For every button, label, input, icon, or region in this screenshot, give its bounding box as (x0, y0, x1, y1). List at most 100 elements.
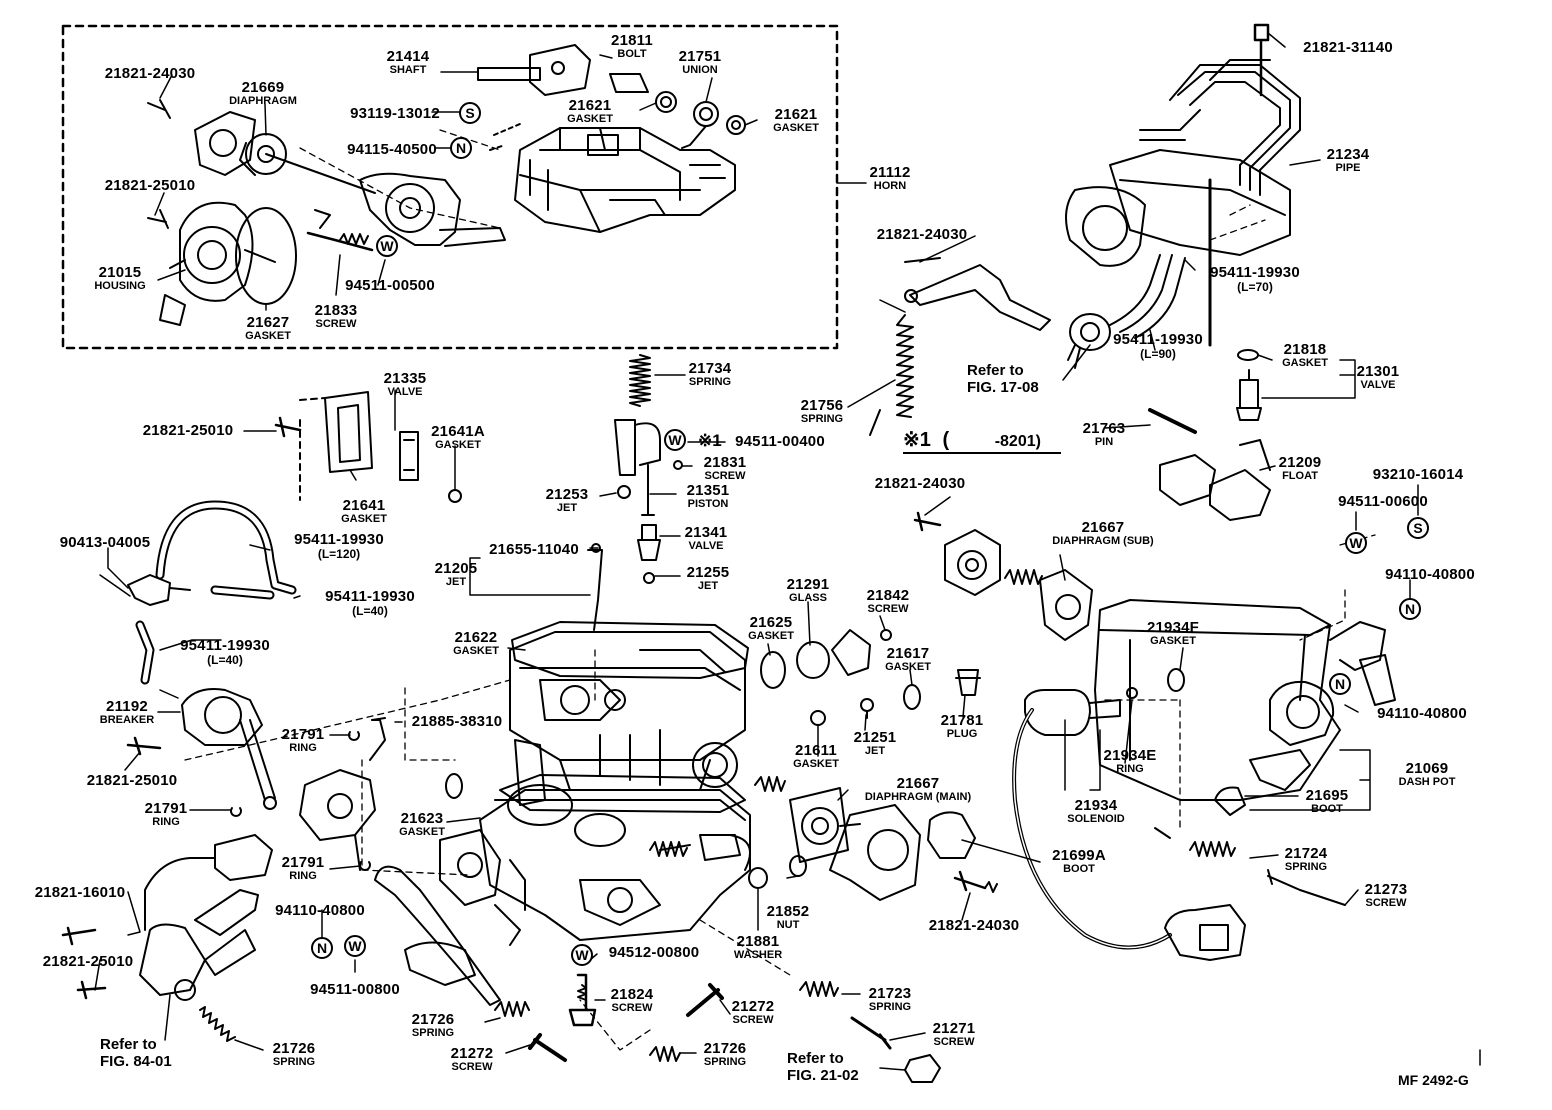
part-label-21821-31140[interactable]: 21821-31140 (1303, 40, 1393, 55)
svg-text:W: W (575, 947, 589, 963)
part-label-21821-24030[interactable]: 21821-24030 (105, 66, 196, 81)
part-label-21821-25010[interactable]: 21821-25010 (43, 954, 134, 969)
screw-21271 (850, 1016, 892, 1050)
part-label-95411-19930[interactable]: 95411-19930(L=90) (1113, 332, 1203, 360)
part-label-94511-00600[interactable]: 94511-00600 (1338, 494, 1428, 509)
part-label-94110-40800[interactable]: 94110-40800 (1377, 706, 1467, 721)
part-label-95411-19930[interactable]: 95411-19930(L=40) (325, 589, 415, 617)
reference-fig-17-08[interactable]: Refer to FIG. 17-08 (967, 362, 1039, 396)
gasket-21623 (499, 774, 746, 813)
part-label-21655-11040[interactable]: 21655-11040 (489, 542, 579, 557)
part-label-94511-00800[interactable]: 94511-00800 (310, 982, 400, 997)
part-label-94511-00400[interactable]: 94511-00400 (735, 434, 825, 449)
part-label-21821-25010[interactable]: 21821-25010 (143, 423, 234, 438)
part-label-94110-40800[interactable]: 94110-40800 (1385, 567, 1475, 582)
part-label-95411-19930[interactable]: 95411-19930(L=70) (1210, 265, 1300, 293)
part-label-21821-24030[interactable]: 21821-24030 (875, 476, 966, 491)
part-label-21821-24030[interactable]: 21821-24030 (929, 918, 1020, 933)
part-label-93119-13012[interactable]: 93119-13012 (350, 106, 440, 121)
spring-21726-b (649, 1046, 681, 1062)
part-label-21821-25010[interactable]: 21821-25010 (87, 773, 178, 788)
part-label-94115-40500[interactable]: 94115-40500 (347, 142, 437, 157)
part-number: 95411-19930 (180, 637, 270, 654)
model-note-underline (903, 452, 1061, 454)
part-label-21885-38310[interactable]: 21885-38310 (412, 714, 503, 729)
part-label-21821-25010[interactable]: 21821-25010 (105, 178, 196, 193)
part-label-21821-24030[interactable]: 21821-24030 (877, 227, 968, 242)
part-number: 21621 (568, 97, 612, 114)
part-label-90413-04005[interactable]: 90413-04005 (60, 535, 151, 550)
part-label-94511-00500[interactable]: 94511-00500 (345, 278, 435, 293)
part-name: GASKET (1150, 635, 1196, 647)
reference-fig-84-01[interactable]: Refer to FIG. 84-01 (100, 1036, 172, 1070)
part-label-95411-19930[interactable]: 95411-19930(L=40) (180, 638, 270, 666)
reference-fig-21-02[interactable]: Refer to FIG. 21-02 (787, 1050, 859, 1084)
part-label-94110-40800[interactable]: 94110-40800 (275, 903, 365, 918)
part-label-21821-16010[interactable]: 21821-16010 (35, 885, 126, 900)
part-label-94512-00800[interactable]: 94512-00800 (609, 945, 700, 960)
part-label-95411-19930[interactable]: 95411-19930(L=120) (294, 532, 384, 560)
part-label-93210-16014[interactable]: 93210-16014 (1373, 467, 1464, 482)
spring-21726-a (494, 1001, 530, 1017)
